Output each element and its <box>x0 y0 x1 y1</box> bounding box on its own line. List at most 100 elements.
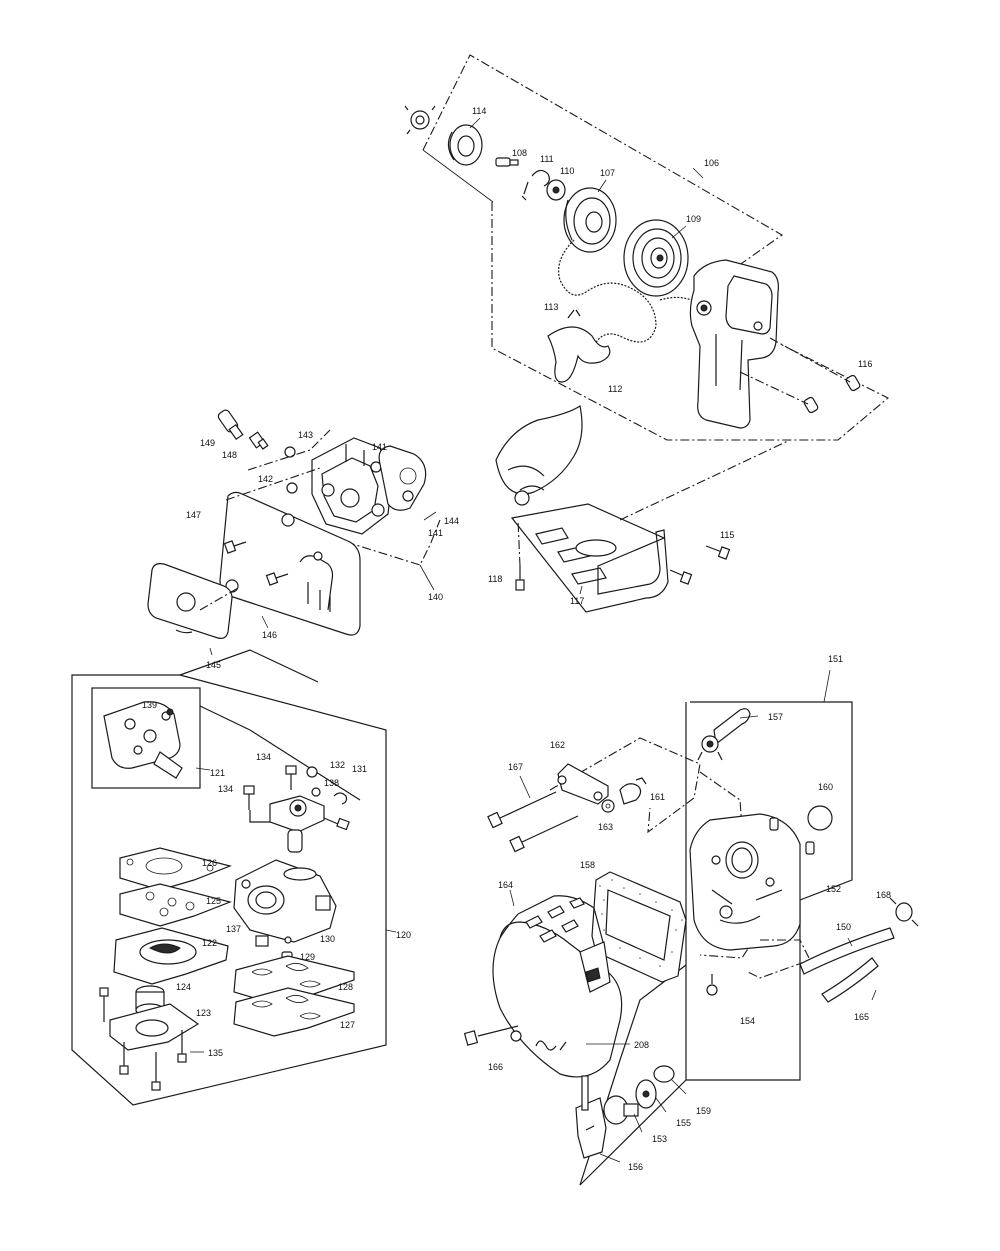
leader-line <box>847 937 853 947</box>
starter-reel-107 <box>563 187 617 253</box>
starter-handle-113 <box>547 309 611 383</box>
label-113: 113 <box>544 302 558 312</box>
leader-line <box>261 615 269 629</box>
spring-pin <box>521 181 529 201</box>
starter-rope-112 <box>558 239 657 359</box>
axis-line <box>517 519 521 567</box>
label-131: 131 <box>352 764 367 774</box>
label-141b: 141 <box>428 528 443 538</box>
leader-line <box>671 225 687 239</box>
label-127: 127 <box>340 1020 355 1030</box>
leader-line <box>509 889 515 907</box>
knob-153 <box>603 1095 639 1125</box>
nut-148 <box>248 431 269 450</box>
label-144: 144 <box>444 516 459 526</box>
leader-line <box>633 1113 643 1133</box>
choke-lever-157 <box>697 708 751 761</box>
washer-163 <box>601 799 615 813</box>
engine-fragment <box>495 405 583 495</box>
label-167: 167 <box>508 762 523 772</box>
label-147: 147 <box>186 510 201 520</box>
axis-line <box>619 439 791 521</box>
label-145: 145 <box>206 660 221 670</box>
engine-cover-164 <box>492 895 623 1078</box>
pump-cover-121 <box>103 701 183 779</box>
back-plate-152 <box>689 813 801 951</box>
label-117: 117 <box>570 596 584 606</box>
leader-line <box>519 775 531 799</box>
carburetor-body <box>233 859 337 943</box>
screw-166 <box>463 1025 519 1046</box>
bracket-117 <box>510 503 669 613</box>
label-120: 120 <box>396 930 411 940</box>
leader-line <box>422 149 494 203</box>
metering-assembly <box>249 795 350 853</box>
screw-115 <box>705 545 731 560</box>
gasket-hole <box>399 467 417 485</box>
screw-108 <box>495 157 519 167</box>
bracket-162 <box>557 763 609 805</box>
label-163: 163 <box>598 822 613 832</box>
label-165: 165 <box>854 1012 869 1022</box>
label-152: 152 <box>826 884 841 894</box>
washer-130 <box>284 936 292 944</box>
screw-plate <box>265 572 289 586</box>
cover-group-151 <box>463 669 919 1186</box>
flange-123 <box>109 1003 200 1051</box>
nut-143 <box>284 446 296 458</box>
label-155: 155 <box>676 1118 691 1128</box>
gasket-144 <box>378 445 427 511</box>
o-ring-159 <box>653 1065 675 1083</box>
screw-147 <box>223 540 247 554</box>
label-150: 150 <box>836 922 851 932</box>
ratchet-110 <box>546 179 566 201</box>
pin <box>769 817 779 831</box>
screws-135 <box>99 987 187 1091</box>
label-130: 130 <box>320 934 335 944</box>
starter-housing <box>689 259 779 429</box>
screw-134b <box>243 785 255 810</box>
label-132: 132 <box>330 760 345 770</box>
clip-111 <box>531 169 550 187</box>
pin <box>805 841 815 855</box>
label-154: 154 <box>740 1016 755 1026</box>
bushing-116 <box>803 374 861 414</box>
label-124: 124 <box>176 982 191 992</box>
label-153: 153 <box>652 1134 667 1144</box>
filter-element-158 <box>591 871 687 983</box>
axis-line <box>199 587 239 611</box>
label-123: 123 <box>196 1008 211 1018</box>
engine-bracket-group <box>495 405 791 613</box>
clamp-168 <box>889 897 919 927</box>
washer-hole <box>605 803 611 809</box>
group-boundary-151-c <box>579 1079 687 1186</box>
air-cleaner-body-group <box>147 409 441 656</box>
leader-line <box>419 564 435 591</box>
label-126: 126 <box>202 858 217 868</box>
group-boundary-120 <box>71 674 387 1106</box>
spring-132 <box>306 766 318 778</box>
leader-line <box>597 179 607 193</box>
screw-bracket <box>669 569 693 585</box>
gasket-127 <box>233 987 355 1037</box>
diaphragm-125 <box>119 883 232 927</box>
label-142: 142 <box>258 474 273 484</box>
leader-line <box>823 669 831 703</box>
label-143: 143 <box>298 430 313 440</box>
bolts-167 <box>487 791 579 853</box>
label-110: 110 <box>560 166 574 176</box>
recoil-starter-group <box>404 54 889 441</box>
label-112: 112 <box>608 384 622 394</box>
label-134b: 134 <box>218 784 233 794</box>
hose-165 <box>821 957 879 1003</box>
spring-161 <box>619 777 647 805</box>
group-boundary-120-top <box>179 649 319 683</box>
filter-disc-160 <box>807 805 833 831</box>
hose-150 <box>799 927 895 975</box>
nut-141b <box>402 490 414 502</box>
engine-detail <box>507 465 545 491</box>
air-cleaner-plate-146 <box>219 491 361 636</box>
label-125: 125 <box>206 896 221 906</box>
label-115: 115 <box>720 530 734 540</box>
label-138: 138 <box>324 778 339 788</box>
